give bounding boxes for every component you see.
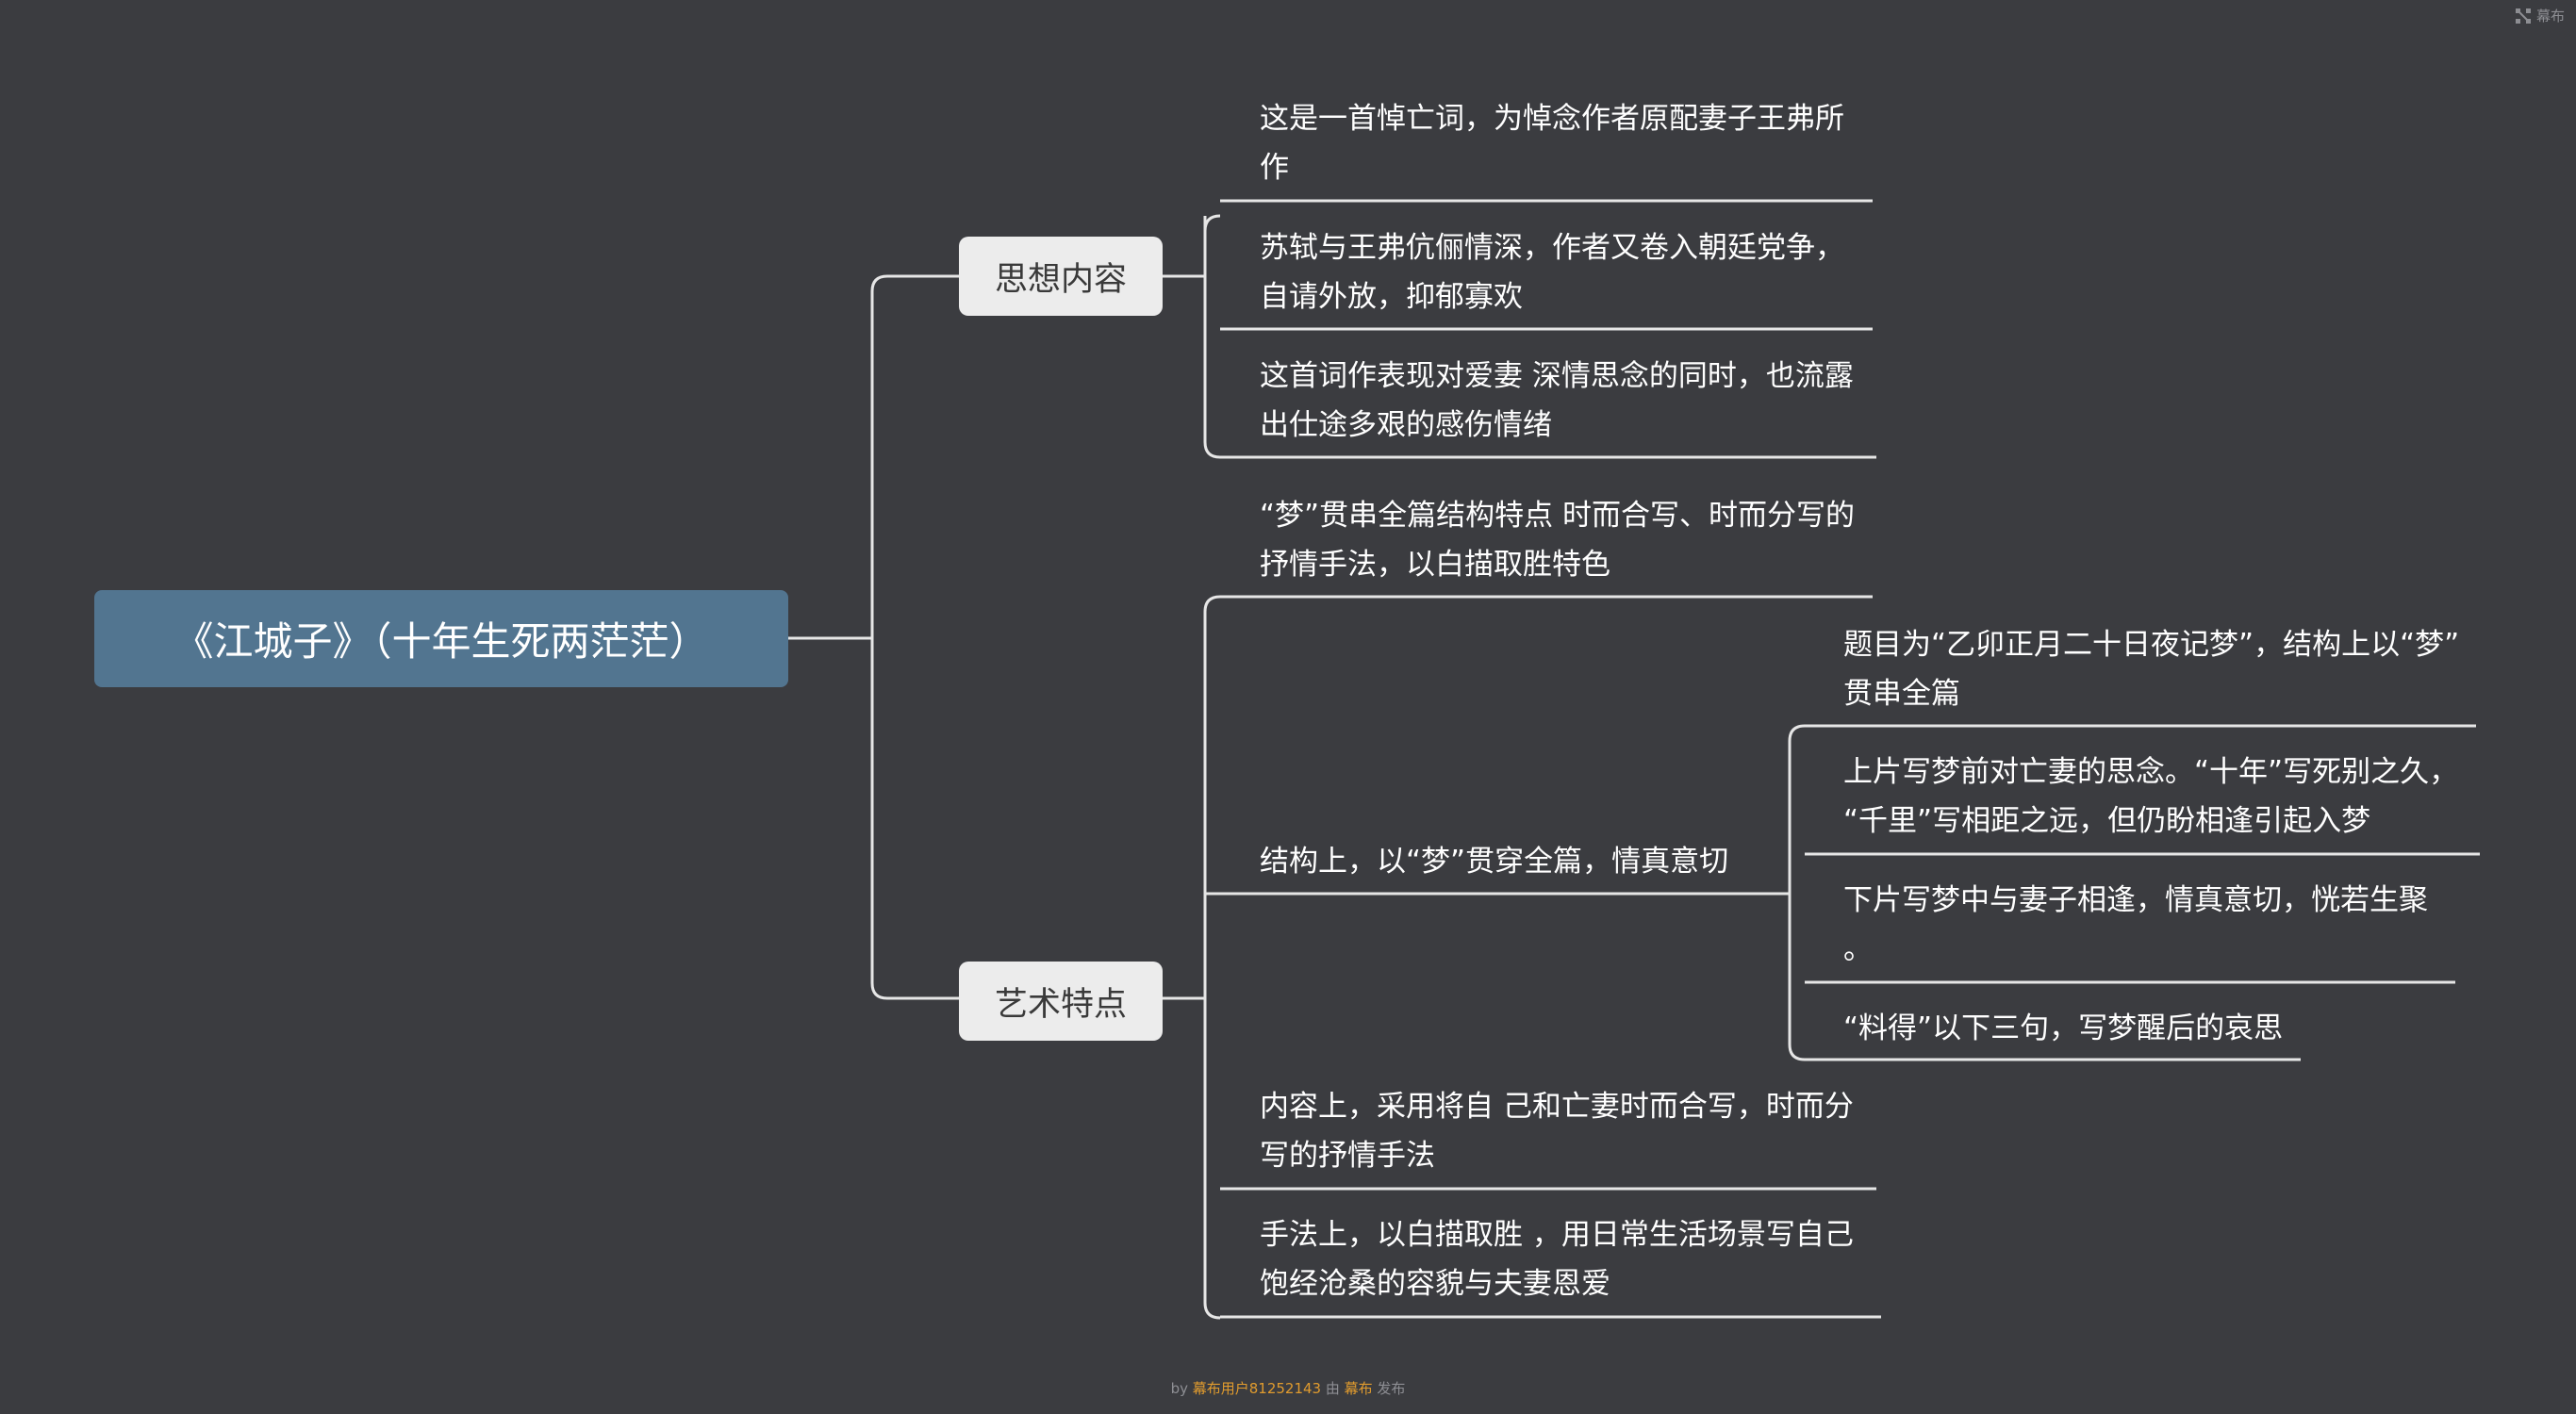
sub-leaf-node[interactable]: 题目为“乙卯正月二十日夜记梦”，结构上以“梦” 贯串全篇	[1843, 620, 2459, 718]
connector-line	[870, 291, 959, 1000]
connector-line	[870, 274, 888, 292]
connector-line	[1788, 724, 1806, 1061]
leaf-node[interactable]: 苏轼与王弗伉俪情深，作者又卷入朝廷党争， 自请外放，抑郁寡欢	[1260, 223, 1844, 321]
footer-app-link[interactable]: 幕布	[1344, 1380, 1373, 1397]
leaf-line: 题目为“乙卯正月二十日夜记梦”，结构上以“梦”	[1843, 628, 2460, 662]
branch-node-label: 艺术特点	[994, 985, 1127, 1024]
footer-prefix: by	[1170, 1380, 1193, 1397]
branch-node-thought[interactable]: 思想内容	[959, 237, 1163, 316]
root-node[interactable]: 《江城子》（十年生死两茫茫）	[94, 590, 788, 687]
leaf-line: 结构上，以“梦”贯穿全篇，情真意切	[1260, 845, 1729, 879]
brand-label: 幕布	[2535, 8, 2565, 25]
footer-middle: 由	[1321, 1380, 1345, 1397]
leaf-line: 下片写梦中与妻子相逢，情真意切，恍若生聚	[1843, 883, 2428, 917]
leaf-node[interactable]: 结构上，以“梦”贯穿全篇，情真意切	[1260, 837, 1728, 886]
leaf-line: 手法上，以白描取胜 ，用日常生活场景写自己	[1260, 1218, 1854, 1252]
leaf-line: 出仕途多艰的感伤情绪	[1260, 408, 1552, 442]
sub-leaf-node[interactable]: 上片写梦前对亡妻的思念。“十年”写死别之久， “千里”写相距之远，但仍盼相逢引起…	[1843, 748, 2458, 846]
leaf-node[interactable]: 内容上，采用将自 己和亡妻时而合写，时而分 写的抒情手法	[1260, 1082, 1854, 1180]
connector-line	[1203, 214, 1221, 459]
sub-leaf-node[interactable]: 下片写梦中与妻子相逢，情真意切，恍若生聚 。	[1843, 876, 2428, 974]
leaf-line: 自请外放，抑郁寡欢	[1260, 280, 1523, 314]
footer-user-link[interactable]: 幕布用户81252143	[1192, 1380, 1322, 1397]
leaf-node[interactable]: “梦”贯串全篇结构特点 时而合写、时而分写的 抒情手法，以白描取胜特色	[1260, 491, 1855, 589]
leaf-line: 。	[1843, 932, 1873, 966]
leaf-line: 这是一首悼亡词，为悼念作者原配妻子王弗所	[1260, 102, 1844, 136]
leaf-line: 上片写梦前对亡妻的思念。“十年”写死别之久，	[1843, 755, 2459, 789]
branch-node-art[interactable]: 艺术特点	[959, 962, 1163, 1041]
leaf-node[interactable]: 这首词作表现对爱妻 深情思念的同时，也流露 出仕途多艰的感伤情绪	[1260, 352, 1854, 450]
leaf-line: 这首词作表现对爱妻 深情思念的同时，也流露	[1260, 359, 1854, 393]
mubu-logo-icon	[2515, 8, 2531, 24]
leaf-line: 贯串全篇	[1843, 677, 1960, 711]
brand-badge[interactable]: 幕布	[2514, 6, 2565, 25]
leaf-line: 作	[1260, 151, 1289, 185]
branch-node-label: 思想内容	[994, 260, 1127, 299]
leaf-node[interactable]: 手法上，以白描取胜 ，用日常生活场景写自己 饱经沧桑的容貌与夫妻恩爱	[1260, 1210, 1854, 1308]
leaf-line: “千里”写相距之远，但仍盼相逢引起入梦	[1843, 804, 2371, 838]
leaf-line: 饱经沧桑的容貌与夫妻恩爱	[1260, 1267, 1610, 1301]
leaf-line: “料得”以下三句，写梦醒后的哀思	[1843, 1011, 2284, 1045]
footer-suffix: 发布	[1372, 1380, 1406, 1397]
leaf-line: 内容上，采用将自 己和亡妻时而合写，时而分	[1260, 1090, 1854, 1124]
sub-leaf-node[interactable]: “料得”以下三句，写梦醒后的哀思	[1843, 1004, 2283, 1053]
connector-line	[1203, 595, 1221, 1320]
leaf-line: 写的抒情手法	[1260, 1139, 1435, 1173]
leaf-line: “梦”贯串全篇结构特点 时而合写、时而分写的	[1260, 499, 1855, 533]
leaf-line: 抒情手法，以白描取胜特色	[1260, 548, 1610, 582]
footer-credit: by 幕布用户81252143 由 幕布 发布	[0, 1378, 2576, 1398]
leaf-line: 苏轼与王弗伉俪情深，作者又卷入朝廷党争，	[1260, 231, 1844, 265]
leaf-node[interactable]: 这是一首悼亡词，为悼念作者原配妻子王弗所 作	[1260, 94, 1844, 192]
root-node-label: 《江城子》（十年生死两茫茫）	[173, 618, 709, 665]
